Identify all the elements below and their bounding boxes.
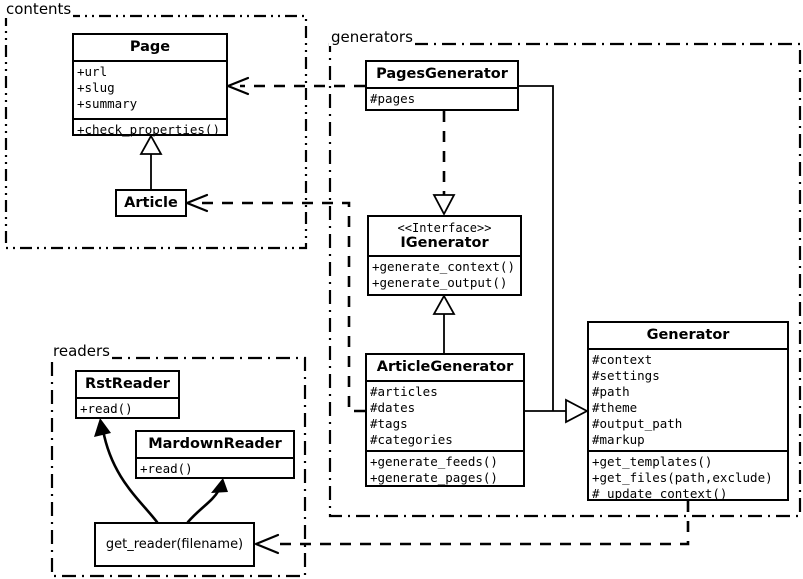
class-generator-title: Generator <box>646 327 730 343</box>
class-articlegenerator-attributes: #articles #dates #tags #categories <box>367 380 523 450</box>
attribute: #markup <box>592 432 645 447</box>
class-rstreader[interactable]: RstReader +read() <box>75 370 180 419</box>
class-page-title: Page <box>129 39 171 55</box>
attribute: #path <box>592 384 630 399</box>
class-mardownreader[interactable]: MardownReader +read() <box>135 430 295 479</box>
attribute: #tags <box>370 416 408 431</box>
operation: +check_properties() <box>77 122 220 137</box>
class-pagesgenerator-attributes: #pages <box>367 87 517 109</box>
attribute: #theme <box>592 400 638 415</box>
operation: +get_templates() <box>592 454 713 469</box>
class-igenerator-title: IGenerator <box>400 235 489 251</box>
class-page-attributes: +url +slug +summary <box>74 60 226 118</box>
attribute: #settings <box>592 368 660 383</box>
class-page[interactable]: Page +url +slug +summary +check_properti… <box>72 33 228 137</box>
rel-generator-depends-getreader <box>254 501 690 555</box>
class-pagesgenerator[interactable]: PagesGenerator #pages <box>365 60 519 111</box>
rel-pagesgenerator-realizes-igenerator <box>432 111 456 216</box>
operation: +generate_pages() <box>370 470 498 485</box>
function-get-reader[interactable]: get_reader(filename) <box>94 522 255 567</box>
class-articlegenerator-title: ArticleGenerator <box>376 359 514 375</box>
operation: +get_files(path,exclude) <box>592 470 773 485</box>
attribute: +slug <box>77 80 115 95</box>
operation: +read() <box>80 401 133 416</box>
package-label-generators: generators <box>329 28 415 46</box>
attribute: +url <box>77 64 108 79</box>
class-igenerator-operations: +generate_context() +generate_output() <box>369 255 520 293</box>
package-label-contents: contents <box>4 0 74 18</box>
class-pagesgenerator-title: PagesGenerator <box>376 66 508 82</box>
class-generator-operations: +get_templates() +get_files(path,exclude… <box>589 450 787 504</box>
operation: +generate_context() <box>372 259 515 274</box>
class-articlegenerator[interactable]: ArticleGenerator #articles #dates #tags … <box>365 353 525 487</box>
operation: +generate_feeds() <box>370 454 498 469</box>
attribute: #context <box>592 352 653 367</box>
class-igenerator[interactable]: <<Interface>> IGenerator +generate_conte… <box>367 215 522 296</box>
attribute: +summary <box>77 96 138 111</box>
rel-generators-generalize-generator <box>519 85 589 424</box>
operation: +generate_output() <box>372 275 508 290</box>
attribute: #pages <box>370 91 416 106</box>
class-rstreader-operations: +read() <box>77 397 178 419</box>
package-label-readers: readers <box>51 342 112 360</box>
class-article-title: Article <box>124 194 178 211</box>
class-mardownreader-title: MardownReader <box>148 436 282 452</box>
attribute: #categories <box>370 432 453 447</box>
class-article[interactable]: Article <box>115 189 187 217</box>
rel-pagesgenerator-depends-page <box>226 76 365 96</box>
class-generator-attributes: #context #settings #path #theme #output_… <box>589 348 787 450</box>
operation: +read() <box>140 461 193 476</box>
class-generator[interactable]: Generator #context #settings #path #them… <box>587 321 789 501</box>
class-igenerator-stereotype: <<Interface>> <box>397 221 492 235</box>
rel-article-generalizes-page <box>139 134 163 189</box>
class-articlegenerator-operations: +generate_feeds() +generate_pages() <box>367 450 523 488</box>
attribute: #articles <box>370 384 438 399</box>
class-rstreader-title: RstReader <box>85 376 170 392</box>
attribute: #dates <box>370 400 416 415</box>
function-get-reader-label: get_reader(filename) <box>105 537 244 552</box>
attribute: #output_path <box>592 416 683 431</box>
class-mardownreader-operations: +read() <box>137 457 293 479</box>
operation: #_update_context() <box>592 486 728 501</box>
class-page-operations: +check_properties() <box>74 118 226 140</box>
rel-articlegenerator-generalizes-igenerator <box>432 294 456 353</box>
rel-getreader-returns-mardownreader <box>186 478 228 524</box>
rel-articlegenerator-depends-article <box>185 193 365 413</box>
